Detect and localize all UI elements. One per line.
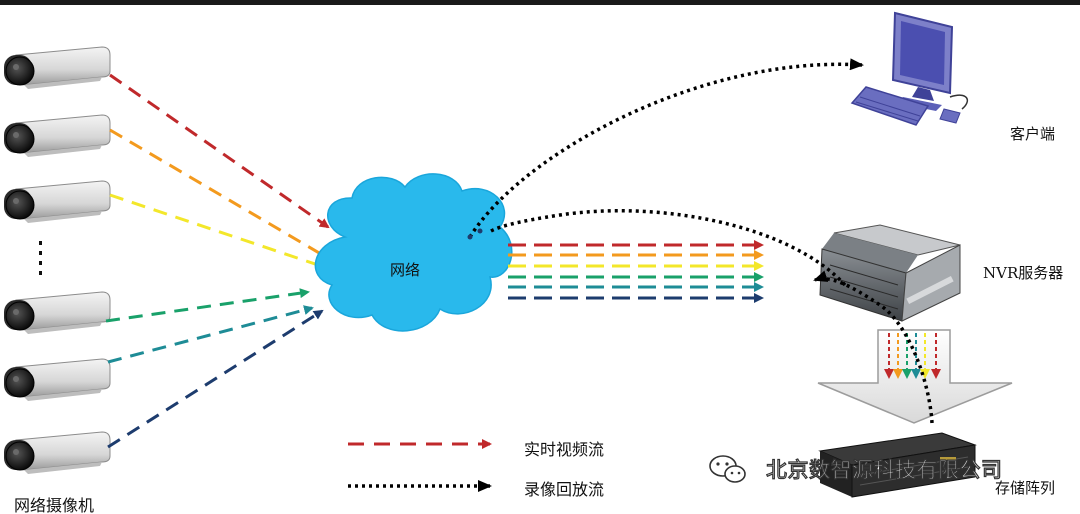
computer-icon: [850, 11, 969, 126]
cloud-icon: [314, 173, 513, 332]
camera-icon: [3, 46, 111, 90]
cameras-label: 网络摄像机: [14, 496, 95, 514]
server-icon: [819, 224, 961, 322]
client-label: 客户端: [1010, 125, 1056, 143]
playback-end-dots: [467, 228, 483, 240]
camera-icon: [3, 291, 111, 335]
storage-label: 存储阵列: [995, 479, 1056, 497]
network-label: 网络: [390, 261, 421, 279]
stream-arrow-teal: [107, 305, 314, 364]
camera-icon: [3, 358, 111, 402]
down-arrow-icon: [817, 329, 1013, 424]
watermark-text: 北京数智源科技有限公司: [765, 457, 1003, 482]
playback-arrow: [813, 270, 934, 424]
network-diagram: [3, 11, 1013, 498]
stream-arrow-red: [109, 73, 330, 229]
nvr-label: NVR服务器: [983, 264, 1064, 282]
camera-icon: [3, 114, 111, 158]
wechat-icon: [709, 455, 746, 483]
playback-arrow: [468, 58, 864, 238]
watermark: 北京数智源科技有限公司: [708, 451, 1003, 487]
stream-arrow-navy: [107, 309, 324, 449]
stream-arrow-green: [105, 288, 310, 323]
legend-playback-label: 录像回放流: [524, 480, 605, 499]
camera-icon: [3, 431, 111, 475]
storage-icon: [818, 432, 977, 498]
camera-icon: [3, 180, 111, 224]
stream-arrow-yellow: [109, 193, 326, 270]
stream-arrow-orange: [109, 128, 328, 259]
legend-live-label: 实时视频流: [524, 440, 605, 459]
playback-arrow: [486, 209, 847, 287]
ellipsis-dots: [39, 241, 42, 275]
